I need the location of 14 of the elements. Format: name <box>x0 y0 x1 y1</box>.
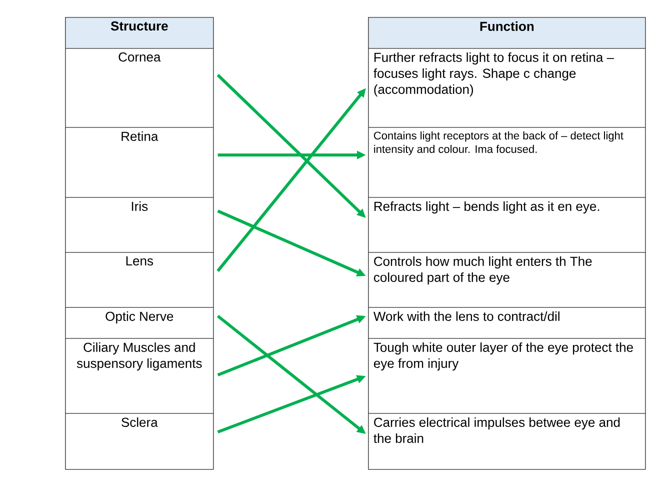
structure-cell: Iris <box>65 197 214 253</box>
function-cell: Carries electrical impulses betwee eye and the brain <box>368 413 646 470</box>
structure-cell: Sclera <box>65 413 214 470</box>
structure-cell: Cornea <box>65 48 214 128</box>
function-cell: Refracts light – bends light as it en eye. <box>368 197 646 253</box>
function-cell: Work with the lens to contract/dil <box>368 307 646 339</box>
structure-cell: Retina <box>65 127 214 198</box>
function-cell: Contains light receptors at the back of – detect light intensity and colour. Ima focused. <box>368 127 646 198</box>
header-cell: Structure <box>65 17 214 49</box>
header-cell: Function <box>368 17 646 49</box>
function-cell: Controls how much light enters th The coloured part of the eye <box>368 252 646 308</box>
structure-cell: Lens <box>65 252 214 308</box>
function-cell: Further refracts light to focus it on retina – focuses light rays. Shape c change (accommodation) <box>368 48 646 128</box>
structure-cell: Optic Nerve <box>65 307 214 339</box>
